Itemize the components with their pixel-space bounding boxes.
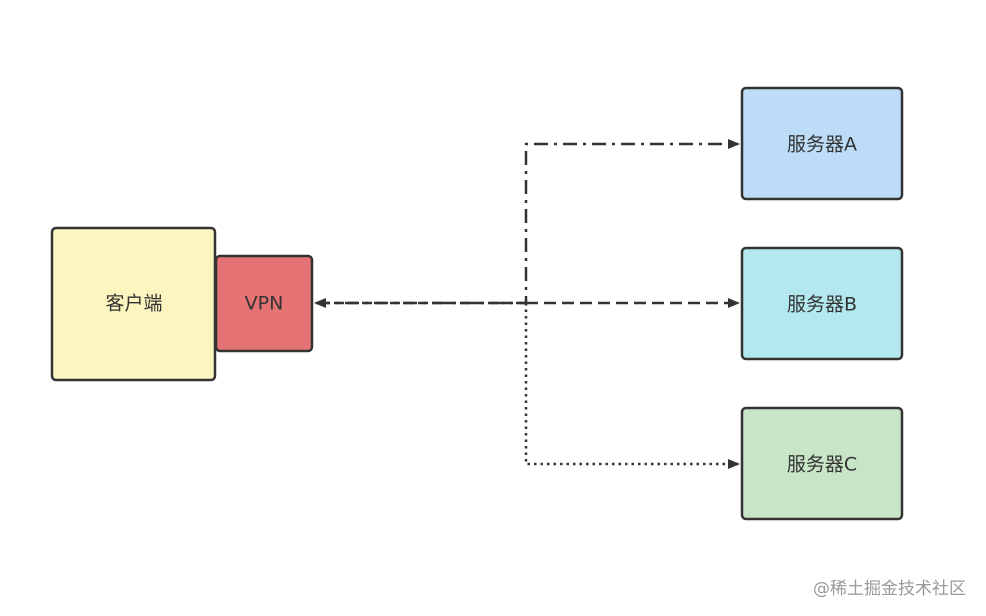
vpn-label: VPN	[245, 293, 284, 315]
watermark-text: @稀土掘金技术社区	[813, 579, 966, 599]
server-b-label: 服务器B	[787, 294, 857, 316]
edge-vpn-server-c	[524, 303, 740, 469]
connectors	[314, 139, 740, 469]
server-b-node[interactable]: 服务器B	[740, 246, 904, 361]
vpn-node[interactable]: VPN	[214, 254, 314, 353]
server-c-label: 服务器C	[787, 454, 857, 476]
client-label: 客户端	[105, 293, 162, 315]
server-a-box	[740, 86, 904, 201]
server-a-node[interactable]: 服务器A	[740, 86, 904, 201]
server-c-node[interactable]: 服务器C	[740, 406, 904, 521]
edge-vpn-server-a	[316, 139, 740, 305]
server-a-label: 服务器A	[787, 134, 857, 156]
vpn-box	[214, 254, 314, 353]
server-c-box	[740, 406, 904, 521]
client-node[interactable]: 客户端	[50, 226, 217, 382]
server-b-box	[740, 246, 904, 361]
